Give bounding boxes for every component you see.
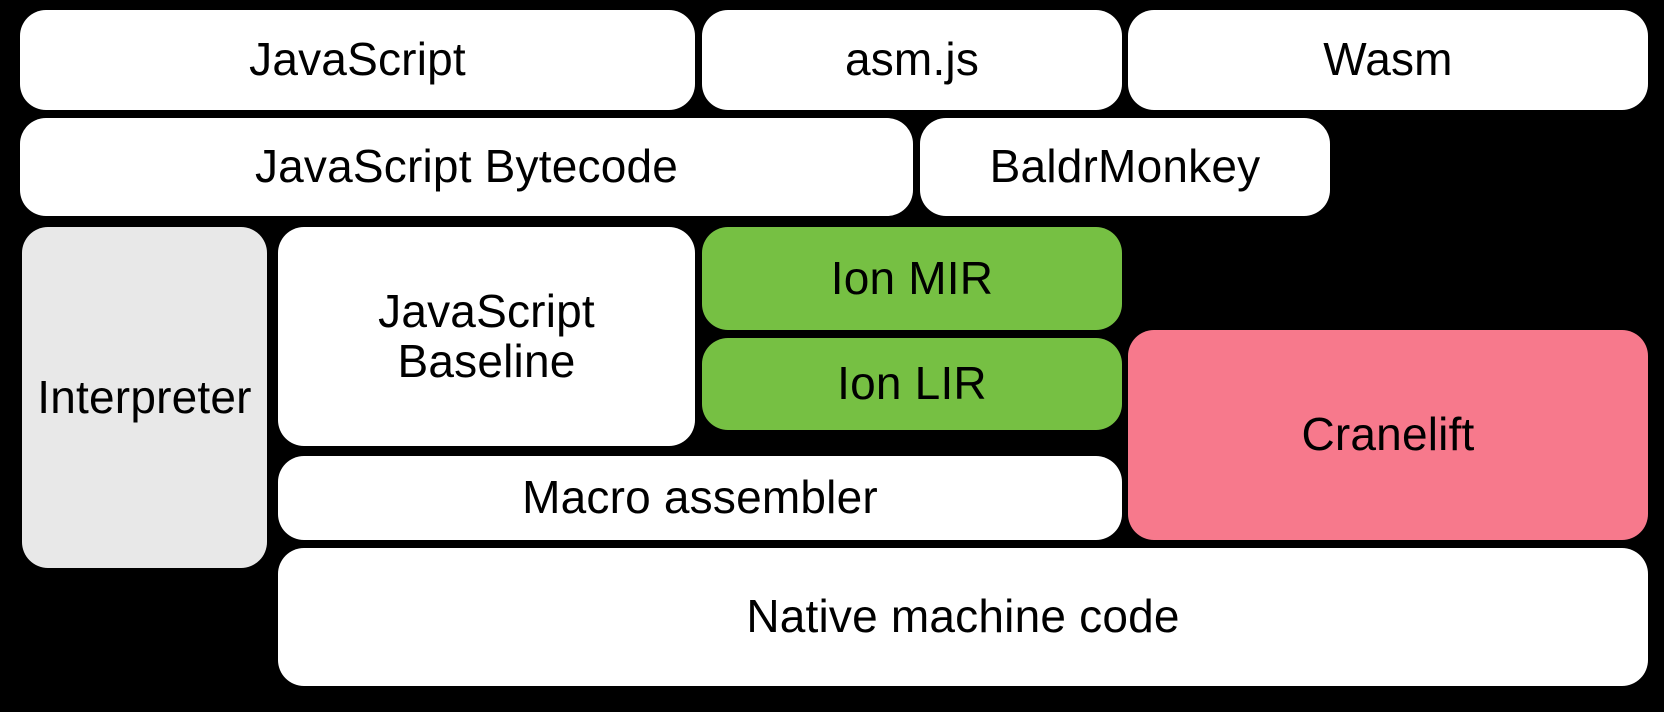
node-label-js-baseline: JavaScript Baseline — [378, 284, 595, 387]
node-ion-mir[interactable]: Ion MIR — [702, 227, 1122, 330]
node-js-bytecode[interactable]: JavaScript Bytecode — [20, 118, 913, 216]
node-label-macro-assembler: Macro assembler — [522, 471, 878, 524]
node-label-interpreter: Interpreter — [37, 370, 252, 423]
node-label-ion-mir: Ion MIR — [830, 251, 994, 304]
node-label-js-bytecode: JavaScript Bytecode — [254, 140, 679, 193]
node-label-javascript: JavaScript — [249, 33, 466, 86]
node-interpreter[interactable]: Interpreter — [22, 227, 267, 568]
node-cranelift[interactable]: Cranelift — [1128, 330, 1648, 540]
node-js-baseline[interactable]: JavaScript Baseline — [278, 227, 695, 446]
node-baldrmonkey[interactable]: BaldrMonkey — [920, 118, 1330, 216]
node-wasm[interactable]: Wasm — [1128, 10, 1648, 110]
node-label-cranelift: Cranelift — [1301, 408, 1475, 461]
node-ion-lir[interactable]: Ion LIR — [702, 338, 1122, 430]
node-asmjs[interactable]: asm.js — [702, 10, 1122, 110]
node-native-machine-code[interactable]: Native machine code — [278, 548, 1648, 686]
node-label-asmjs: asm.js — [844, 33, 980, 86]
node-label-baldrmonkey: BaldrMonkey — [989, 140, 1261, 193]
node-label-wasm: Wasm — [1323, 33, 1453, 86]
node-label-ion-lir: Ion LIR — [837, 357, 987, 410]
node-javascript[interactable]: JavaScript — [20, 10, 695, 110]
node-label-native-machine-code: Native machine code — [746, 590, 1180, 643]
node-macro-assembler[interactable]: Macro assembler — [278, 456, 1122, 540]
